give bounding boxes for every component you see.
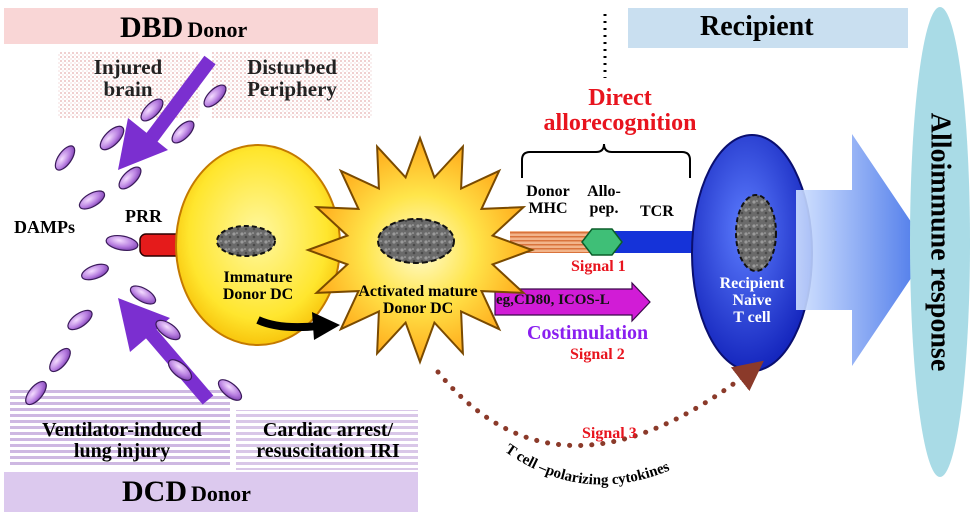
allorecognition-bracket	[521, 143, 691, 178]
donor-mhc-bar	[510, 231, 590, 253]
donor-mhc-label: Donor MHC	[526, 183, 570, 217]
dcd-trigger-arrow	[118, 298, 214, 405]
damp-particle	[81, 263, 109, 281]
allo-pep-label: Allo- pep.	[587, 183, 621, 217]
allo-peptide-hexagon	[581, 228, 623, 256]
disturbed-periphery-box	[212, 52, 372, 118]
dcd-header-band	[4, 472, 418, 512]
damp-particle	[49, 347, 71, 373]
maturation-arrow	[256, 312, 340, 340]
signal3-label: Signal 3	[582, 425, 637, 442]
dcd-title-main: DCD	[122, 475, 187, 508]
ventilator-box	[10, 390, 230, 468]
t-cell-nucleus	[735, 194, 777, 272]
damp-particle	[217, 379, 243, 401]
dcd-title: DCD Donor	[122, 476, 251, 508]
tcr-label: TCR	[640, 203, 674, 220]
alloimmune-arrow	[796, 134, 930, 366]
damp-particle	[67, 309, 93, 331]
recipient-title: Recipient	[700, 11, 814, 42]
costim-ligands-label: eg,CD80, ICOS-L	[496, 293, 610, 308]
damp-particle	[203, 84, 227, 108]
damp-particle	[140, 98, 164, 122]
dbd-title-sub: Donor	[187, 17, 248, 42]
damp-particle	[129, 285, 157, 305]
signal1-label: Signal 1	[571, 258, 626, 275]
direct-allorecognition-label: Direct allorecognition	[543, 85, 697, 137]
dbd-title: DBD Donor	[120, 12, 247, 44]
damp-particle	[25, 380, 47, 406]
tcr-bar	[600, 231, 700, 253]
disturbed-periphery-label: Disturbed Periphery	[247, 55, 337, 102]
alloimmune-response-label: Alloimmune response	[924, 112, 956, 372]
mature-dc-nucleus	[377, 218, 455, 264]
cardiac-box	[236, 410, 418, 470]
injured-brain-label: Injured brain	[93, 55, 163, 102]
damp-particle	[171, 120, 195, 144]
damp-particle	[155, 319, 181, 341]
alloimmune-oval	[910, 7, 970, 477]
recipient-header-band	[628, 8, 908, 48]
dbd-trigger-arrow	[118, 55, 216, 170]
damp-particle	[118, 166, 142, 190]
damp-particle	[105, 234, 139, 252]
damp-particle	[78, 190, 106, 210]
costimulation-label: Costimulation	[527, 322, 649, 344]
costimulation-arrow	[494, 281, 651, 323]
damps-label: DAMPs	[14, 217, 75, 237]
dbd-header-band	[4, 8, 378, 44]
dcd-title-sub: Donor	[191, 481, 251, 506]
cytokines-text: T cell –polarizing cytokines	[502, 441, 672, 488]
cytokines-label: T cell –polarizing cytokines	[502, 441, 672, 488]
prr-label: PRR	[125, 206, 162, 226]
immature-dc-label: Immature Donor DC	[222, 269, 294, 303]
mature-dc-label: Activated mature Donor DC	[358, 283, 478, 317]
damp-particle	[99, 125, 125, 151]
dbd-title-main: DBD	[120, 11, 184, 44]
signal2-label: Signal 2	[570, 346, 625, 363]
damps-cluster	[25, 84, 243, 406]
ventilator-label: Ventilator-induced lung injury	[42, 419, 202, 462]
immature-dc-nucleus	[216, 225, 276, 257]
damp-particle	[167, 359, 193, 381]
damp-particle	[54, 145, 76, 171]
cardiac-label: Cardiac arrest/ resuscitation IRI	[256, 419, 400, 462]
t-cell-label: Recipient Naive T cell	[719, 275, 785, 326]
